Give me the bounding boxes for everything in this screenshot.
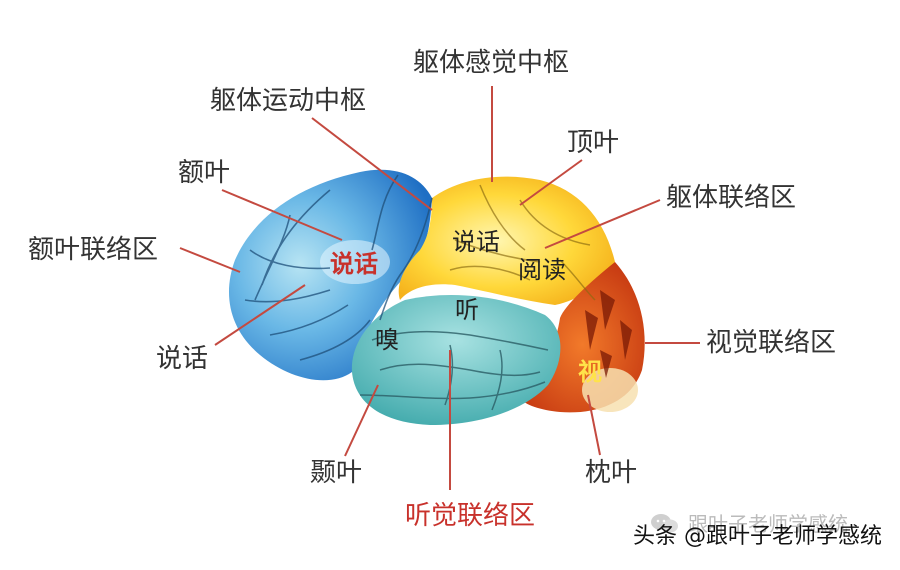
region-label-speech-frontal: 说话 [330, 250, 378, 278]
leader-temporal [344, 384, 379, 457]
label-auditory-association-area: 听觉联络区 [405, 501, 536, 531]
label-somatic-motor-center: 躯体运动中枢 [210, 86, 367, 116]
region-label-speech-parietal: 说话 [452, 228, 500, 256]
label-parietal-lobe: 顶叶 [567, 128, 620, 158]
leader-frontal-association [179, 247, 241, 273]
label-visual-association-area: 视觉联络区 [706, 328, 837, 358]
wechat-icon [651, 514, 678, 533]
region-label-vision: 视 [578, 358, 602, 386]
leader-speech [214, 284, 306, 346]
parietal-lobe-region [398, 176, 615, 305]
region-label-smell: 嗅 [375, 326, 399, 354]
label-speech: 说话 [156, 344, 209, 374]
label-temporal-lobe: 颞叶 [310, 458, 363, 488]
label-frontal-association-area: 额叶联络区 [28, 235, 159, 265]
label-somatic-association-area: 躯体联络区 [666, 183, 797, 213]
region-label-reading: 阅读 [518, 256, 566, 284]
leader-frontal [221, 189, 343, 241]
label-somatic-sensory-center: 躯体感觉中枢 [413, 48, 570, 78]
region-label-hearing: 听 [455, 296, 479, 324]
watermark-text: 头条 @跟叶子老师学感统 [633, 524, 882, 549]
leader-somatic-motor [311, 117, 433, 211]
leader-somatic-association [544, 199, 661, 249]
leader-parietal [519, 159, 583, 206]
label-frontal-lobe: 额叶 [178, 158, 231, 188]
leader-occipital [587, 394, 601, 456]
label-occipital-lobe: 枕叶 [585, 458, 638, 488]
watermark-ghost: 跟叶子老师学感统 [688, 512, 848, 536]
